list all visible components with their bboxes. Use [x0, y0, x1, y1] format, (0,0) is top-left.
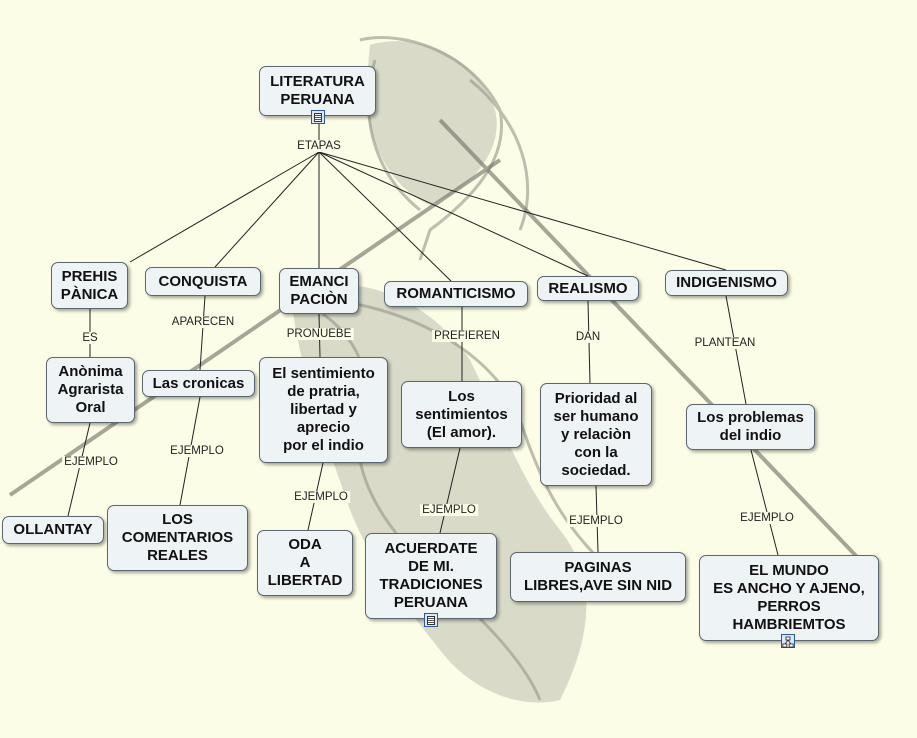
node-example-realismo[interactable]: PAGINAS LIBRES,AVE SIN NID: [510, 552, 686, 602]
link-label-ejemplo-emancipacion: EJEMPLO: [292, 491, 350, 503]
concept-map-glyph: [782, 636, 794, 648]
node-stage-indigenismo[interactable]: INDIGENISMO: [665, 270, 788, 296]
link-label-prefieren: PREFIEREN: [432, 330, 502, 342]
link-label-es: ES: [80, 332, 100, 344]
node-stage-romanticismo[interactable]: ROMANTICISMO: [384, 281, 528, 307]
link-label-plantean: PLANTEAN: [692, 337, 758, 349]
node-stage-conquista[interactable]: CONQUISTA: [145, 267, 261, 296]
node-example-prehispanica[interactable]: OLLANTAY: [2, 516, 104, 544]
node-stage-emancipacion[interactable]: EMANCI PACIÒN: [279, 268, 359, 314]
node-example-emancipacion[interactable]: ODA A LIBERTAD: [257, 530, 353, 596]
node-feature-romanticismo[interactable]: Los sentimientos (El amor).: [401, 381, 522, 448]
link-label-aparecen: APARECEN: [169, 316, 237, 328]
link-label-dan: DAN: [573, 331, 603, 343]
node-feature-conquista[interactable]: Las cronicas: [142, 370, 255, 397]
document-icon[interactable]: [424, 613, 438, 627]
link-label-etapas: ETAPAS: [295, 140, 343, 152]
node-example-romanticismo[interactable]: ACUERDATE DE MI. TRADICIONES PERUANA: [365, 533, 497, 619]
node-feature-emancipacion[interactable]: El sentimiento de pratria, libertad y ap…: [259, 357, 388, 463]
link-label-pronuebe: PRONUEBE: [284, 328, 354, 340]
document-icon[interactable]: [311, 110, 325, 124]
link-label-ejemplo-realismo: EJEMPLO: [567, 515, 625, 527]
concept-map-icon[interactable]: [781, 634, 795, 648]
node-stage-realismo[interactable]: REALISMO: [537, 276, 639, 301]
node-feature-prehispanica[interactable]: Anònima Agrarista Oral: [46, 357, 135, 423]
node-root[interactable]: LITERATURA PERUANA: [259, 66, 376, 116]
link-label-ejemplo-indigenismo: EJEMPLO: [738, 512, 796, 524]
link-label-ejemplo-romanticismo: EJEMPLO: [420, 504, 478, 516]
node-feature-indigenismo[interactable]: Los problemas del indio: [686, 404, 815, 450]
node-example-indigenismo[interactable]: EL MUNDO ES ANCHO Y AJENO, PERROS HAMBRI…: [699, 555, 879, 641]
node-feature-realismo[interactable]: Prioridad al ser humano y relaciòn con l…: [540, 383, 652, 486]
node-stage-prehispanica[interactable]: PREHIS PÀNICA: [51, 262, 128, 309]
link-label-ejemplo-prehispanica: EJEMPLO: [62, 456, 120, 468]
node-example-conquista[interactable]: LOS COMENTARIOS REALES: [107, 505, 248, 571]
link-label-ejemplo-conquista: EJEMPLO: [168, 445, 226, 457]
